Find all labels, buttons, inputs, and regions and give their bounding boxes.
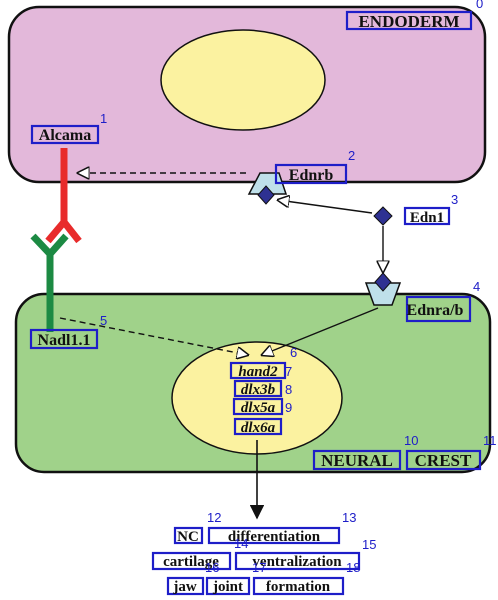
alcama-receptor <box>45 148 82 244</box>
outcome-formation-label: formation <box>266 579 331 595</box>
outcome-cartilage-index: 14 <box>234 536 248 551</box>
outcome-nc-label: NC <box>177 529 199 545</box>
outcome-jaw-index: 16 <box>205 560 219 575</box>
outcome-jaw-label: jaw <box>172 579 196 595</box>
outcome-ventralization-label: ventralization <box>252 554 342 570</box>
gene-4-label: dlx6a <box>241 420 276 436</box>
outcome-jaw-box <box>166 576 205 596</box>
gene-2-box <box>233 379 283 398</box>
outcome-nc-index: 12 <box>207 510 221 525</box>
outcome-differentiation-label: differentiation <box>228 529 321 545</box>
ednra-label-box <box>405 295 472 323</box>
endoderm-label: ENDODERM <box>358 12 459 31</box>
outcome-joint-box <box>205 576 251 596</box>
outcome-cartilage-box <box>151 551 232 571</box>
endoderm-nucleus <box>160 29 326 131</box>
outcome-nc-box <box>173 526 204 545</box>
gene-4-box <box>233 417 283 436</box>
edn-ligand <box>373 206 393 226</box>
nadl-index: 5 <box>100 313 107 328</box>
alcama-index: 1 <box>100 111 107 126</box>
outcome-joint-index: 17 <box>252 560 266 575</box>
ednrb-bound-ligand <box>257 185 275 205</box>
outcome-differentiation-index: 13 <box>342 510 356 525</box>
ednra-to-nucleus-arrow <box>262 307 379 355</box>
neural-label: NEURAL <box>321 451 393 470</box>
gene-3-index: 9 <box>285 400 292 415</box>
crest-index: 11 <box>483 433 497 448</box>
gene-1-label: hand2 <box>238 364 278 380</box>
gene-2-index: 8 <box>285 382 292 397</box>
alcama-label-box <box>30 124 100 145</box>
gene-1-index: 7 <box>285 364 292 379</box>
alcama-label: Alcama <box>39 127 91 144</box>
gene-3-label: dlx5a <box>241 400 276 416</box>
gene-2-label: dlx3b <box>241 382 276 398</box>
edn-label-box <box>403 206 451 226</box>
ednrb-index: 2 <box>348 148 355 163</box>
ednra-bound-ligand <box>374 272 392 292</box>
outcome-cartilage-label: cartilage <box>163 554 219 570</box>
nadl-label-box <box>29 328 99 350</box>
nadl-to-nucleus-arrow <box>59 317 248 355</box>
gene-3-box <box>232 397 284 416</box>
gene-1-box <box>229 361 287 380</box>
crest-label-box <box>405 449 482 471</box>
genes-index: 6 <box>290 345 297 360</box>
nadl-receptor <box>30 233 69 332</box>
ednra-index: 4 <box>473 279 480 294</box>
outcome-differentiation-box <box>207 526 341 545</box>
neural-index: 10 <box>404 433 418 448</box>
outcome-formation-box <box>252 576 345 596</box>
outcome-ventralization-index: 15 <box>362 537 376 552</box>
ednra-label: Ednra/b <box>407 302 464 319</box>
ednrb-label-box <box>274 163 348 185</box>
outcome-formation-index: 18 <box>346 560 360 575</box>
edn-label: Edn1 <box>410 210 444 226</box>
nadl-label: Nadl1.1 <box>38 332 91 349</box>
edn-to-ednrb-arrow <box>278 200 373 214</box>
endoderm-label-box <box>345 10 473 31</box>
endoderm-index: 0 <box>476 0 483 11</box>
outcome-joint-label: joint <box>212 579 243 595</box>
ednrb-label: Ednrb <box>289 167 334 184</box>
edn-index: 3 <box>451 192 458 207</box>
crest-label: CREST <box>415 451 472 470</box>
neural-label-box <box>312 449 402 471</box>
outcome-ventralization-box <box>234 551 361 571</box>
